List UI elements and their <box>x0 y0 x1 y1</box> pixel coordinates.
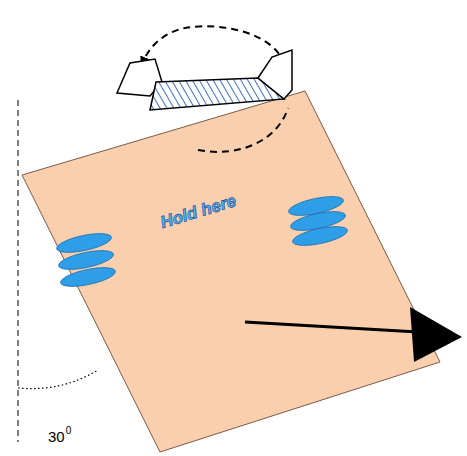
arrow-head <box>410 307 462 362</box>
rotation-path <box>198 108 288 152</box>
direction-arrow <box>245 322 418 332</box>
vertical-reference <box>18 100 19 442</box>
finger <box>59 264 117 290</box>
angle-label: 30 <box>48 428 65 445</box>
finger <box>291 223 349 249</box>
board-shape <box>22 91 440 452</box>
lens-device <box>117 50 292 110</box>
angle-label: 0 <box>66 425 72 436</box>
angle-arc <box>18 370 98 389</box>
